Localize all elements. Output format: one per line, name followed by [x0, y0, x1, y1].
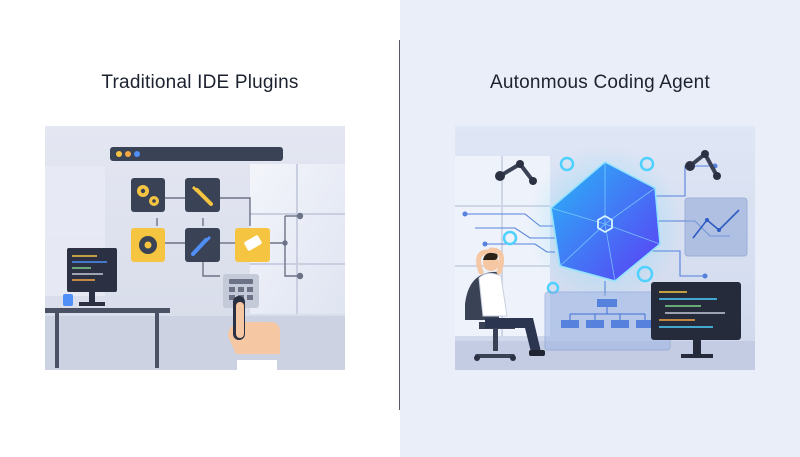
monitor — [63, 248, 117, 306]
plugin-tile-gear[interactable] — [131, 228, 165, 262]
coding-agent-illustration — [455, 126, 755, 370]
plugin-tile-eraser[interactable] — [235, 228, 270, 262]
center-divider — [399, 40, 400, 410]
left-title: Traditional IDE Plugins — [101, 72, 299, 93]
plugin-tile-calculator[interactable] — [223, 274, 259, 308]
desk — [45, 308, 170, 368]
office-window — [45, 164, 345, 314]
ide-plugins-illustration — [45, 126, 345, 370]
gear-icon — [139, 236, 157, 254]
code-screen-icon — [651, 282, 741, 358]
wrench-icon — [191, 236, 211, 256]
plugin-tile-wrench[interactable] — [185, 178, 220, 212]
hologram-flow-panel — [544, 291, 671, 351]
plugin-tile-wrench-2[interactable] — [185, 228, 220, 262]
hologram-chart-panel — [684, 197, 748, 257]
eraser-icon — [244, 235, 262, 251]
floor — [45, 316, 345, 370]
right-title: Autonmous Coding Agent — [490, 72, 710, 93]
plugin-window-bar — [110, 147, 283, 161]
ai-core-icon — [527, 146, 683, 302]
gears-icon — [137, 185, 159, 206]
person-icon — [465, 247, 545, 361]
pointing-hand-icon — [228, 296, 280, 370]
wrench-icon — [192, 186, 213, 206]
plugin-tile-gears[interactable] — [131, 178, 165, 212]
